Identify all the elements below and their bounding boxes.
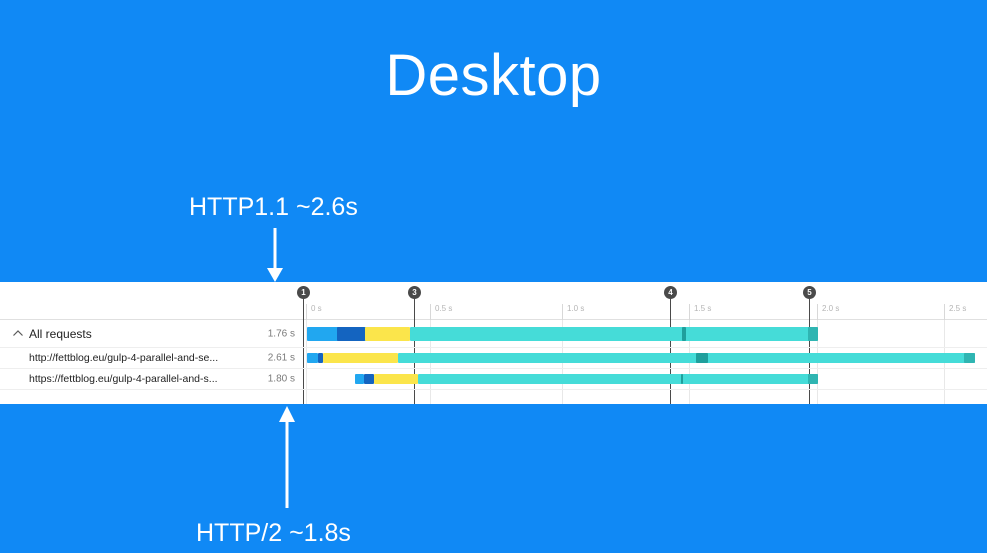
grid-line-0 <box>306 320 307 404</box>
waterfall-segment-download <box>410 327 818 341</box>
request-time: 2.61 s <box>267 352 295 364</box>
waterfall-segment-connect <box>318 353 323 363</box>
waterfall-wait-mark <box>682 327 686 341</box>
row-divider <box>0 368 987 369</box>
row-divider <box>0 389 987 390</box>
table-row[interactable]: http://fettblog.eu/gulp-4-parallel-and-s… <box>0 348 987 368</box>
waterfall-segment-request-sent <box>374 374 418 384</box>
ruler-tick-4: 2.0 s <box>817 304 839 320</box>
request-label: https://fettblog.eu/gulp-4-parallel-and-… <box>29 373 218 385</box>
waterfall-segment-request-sent <box>365 327 410 341</box>
waterfall-segment-dns <box>337 327 365 341</box>
ruler-tick-1: 0.5 s <box>430 304 452 320</box>
ruler-tick-5: 2.5 s <box>944 304 966 320</box>
ruler-tick-2: 1.0 s <box>562 304 584 320</box>
annotation-http2-label: HTTP/2 ~1.8s <box>196 519 351 547</box>
request-label: http://fettblog.eu/gulp-4-parallel-and-s… <box>29 352 219 364</box>
timeline-ruler: 0 s 0.5 s 1.0 s 1.5 s 2.0 s 2.5 s <box>0 282 987 320</box>
annotation-http11-label: HTTP1.1 ~2.6s <box>189 193 358 221</box>
down-arrow-icon <box>267 228 283 282</box>
up-arrow-icon <box>279 406 295 508</box>
request-time: 1.80 s <box>267 373 295 385</box>
row-divider <box>0 347 987 348</box>
event-marker-3[interactable]: 3 <box>408 286 421 404</box>
request-time: 1.76 s <box>267 328 295 340</box>
event-marker-badge: 5 <box>803 286 816 299</box>
ruler-tick-3: 1.5 s <box>689 304 711 320</box>
event-marker-4[interactable]: 4 <box>664 286 677 404</box>
event-marker-badge: 4 <box>664 286 677 299</box>
ruler-tick-0: 0 s <box>306 304 322 320</box>
waterfall-segment-download <box>398 353 975 363</box>
waterfall-end-cap <box>964 353 975 363</box>
waterfall-end-cap <box>808 374 818 384</box>
event-marker-5[interactable]: 5 <box>803 286 816 404</box>
waterfall-segment-connect <box>364 374 374 384</box>
event-marker-badge: 3 <box>408 286 421 299</box>
waterfall-segment-stalled <box>307 353 318 363</box>
event-marker-1[interactable]: 1 <box>297 286 310 404</box>
chevron-up-icon[interactable] <box>12 328 24 340</box>
table-row[interactable]: All requests 1.76 s <box>0 321 987 347</box>
waterfall-wait-mark <box>681 374 683 384</box>
waterfall-end-cap <box>808 327 818 341</box>
event-marker-badge: 1 <box>297 286 310 299</box>
waterfall-segment-request-sent <box>323 353 398 363</box>
page-title: Desktop <box>385 43 602 108</box>
waterfall-segment-stalled <box>355 374 364 384</box>
waterfall-wait-mark <box>696 353 708 363</box>
network-waterfall-panel: 0 s 0.5 s 1.0 s 1.5 s 2.0 s 2.5 s 1 3 4 … <box>0 282 987 404</box>
request-label: All requests <box>29 327 92 341</box>
waterfall-segment-download <box>418 374 818 384</box>
table-row[interactable]: https://fettblog.eu/gulp-4-parallel-and-… <box>0 369 987 389</box>
